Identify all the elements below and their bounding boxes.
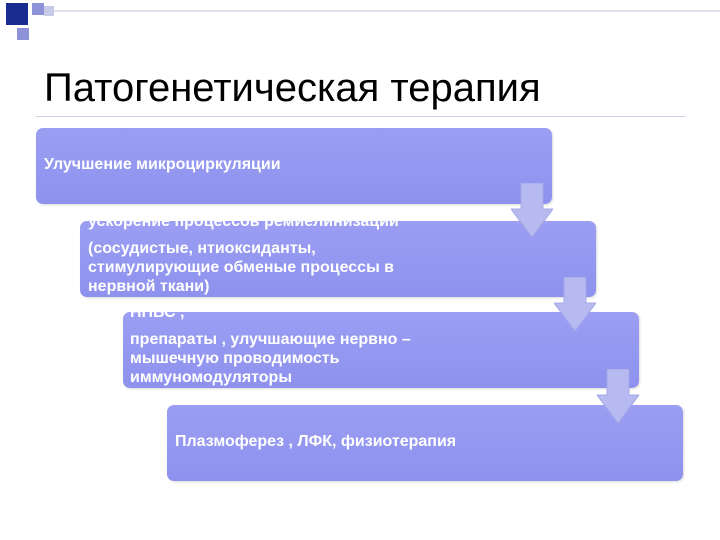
step-box-4: Плазмоферез , ЛФК, физиотерапия [167,405,683,481]
step-2-line-1: ускорение процессов ремиелинизации [88,221,399,230]
title-divider [36,116,686,117]
step-3-line-3: мышечную проводимость [130,350,340,367]
step-box-1: Улучшение микроциркуляции [36,128,552,204]
step-3-line-4: иммуномодуляторы [130,369,292,386]
step-4-line-1: Плазмоферез , ЛФК, физиотерапия [175,433,457,450]
corner-decoration [6,3,720,40]
step-box-3: НПВС , препараты , улучшающие нервно – м… [123,312,639,388]
step-3-line-2: препараты , улучшающие нервно – [130,331,411,348]
deco-square [32,3,44,15]
step-2-line-4: нервной ткани) [88,278,210,295]
deco-square [44,6,54,16]
step-2-line-3: стимулирующие обменые процессы в [88,259,395,276]
deco-square [17,28,29,40]
down-arrow-icon [597,369,639,423]
step-1-line-1: Улучшение микроциркуляции [44,156,281,173]
step-2-line-2: (сосудистые, нтиоксиданты, [88,240,316,257]
step-3-line-1: НПВС , [130,312,185,321]
page-title: Патогенетическая терапия [44,66,541,110]
down-arrow-icon [511,183,553,237]
deco-square [6,3,28,25]
down-arrow-icon [554,277,596,331]
step-box-2: ускорение процессов ремиелинизации (сосу… [80,221,596,297]
